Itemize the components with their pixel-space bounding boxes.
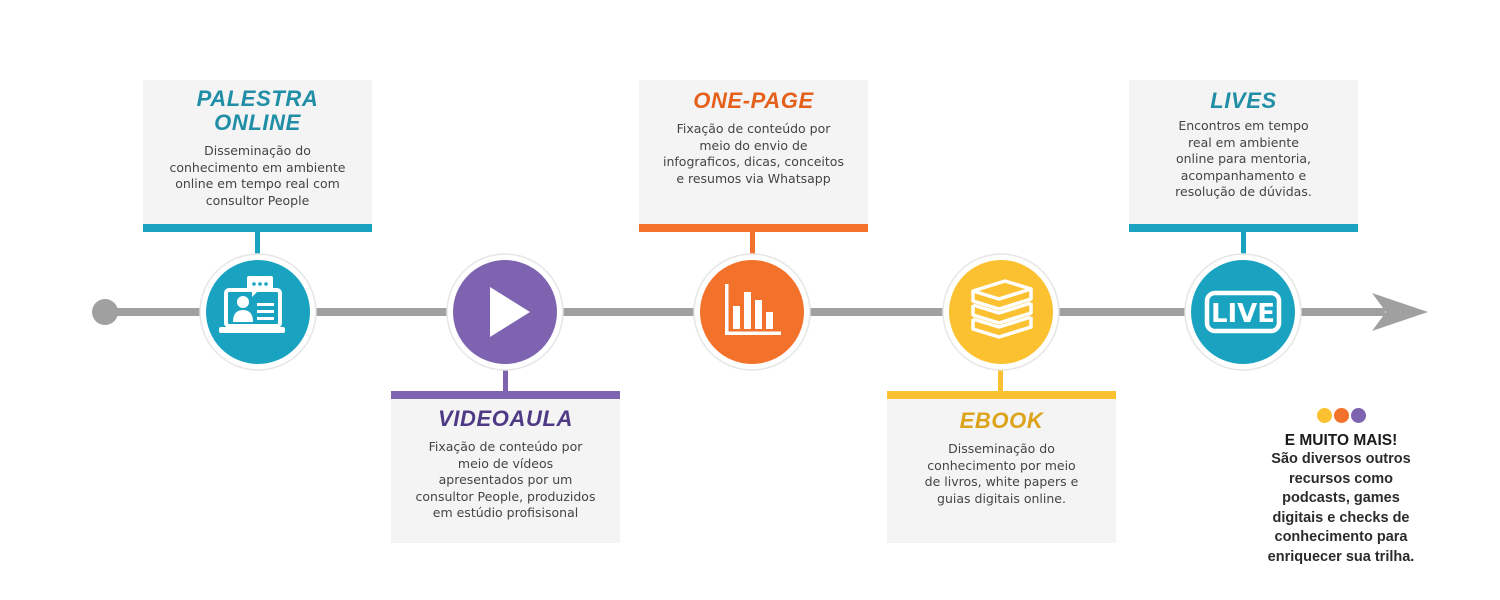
card-lives-title: LIVES — [1210, 88, 1277, 113]
node-palestra — [199, 253, 317, 371]
online-lecture-icon — [219, 276, 285, 333]
books-icon — [971, 279, 1033, 339]
play-icon — [490, 287, 530, 337]
card-ebook-description: Disseminação do conhecimento por meio de… — [924, 441, 1079, 506]
card-videoaula-description: Fixação de conteúdo por meio de vídeos a… — [415, 439, 596, 520]
card-palestra-bar — [143, 224, 372, 232]
connector-onepage — [750, 232, 755, 258]
connector-videoaula — [503, 368, 508, 392]
dot-orange — [1333, 408, 1349, 423]
node-lives: LIVE — [1184, 253, 1302, 371]
card-palestra-description: Disseminação do conhecimento em ambiente… — [169, 143, 346, 208]
live-icon-label: LIVE — [1211, 299, 1275, 329]
card-lives-bar — [1129, 224, 1358, 232]
connector-palestra — [255, 232, 260, 258]
node-ebook — [942, 253, 1060, 371]
card-lives: LIVES Encontros em tempo real em ambient… — [1129, 80, 1358, 232]
node-videoaula — [446, 253, 564, 371]
card-palestra: PALESTRA ONLINE Disseminação do conhecim… — [143, 80, 372, 232]
card-videoaula-title: VIDEOAULA — [438, 406, 573, 431]
card-onepage: ONE-PAGE Fixação de conteúdo por meio do… — [639, 80, 868, 232]
connector-ebook — [998, 368, 1003, 392]
live-icon: LIVE — [1204, 290, 1282, 334]
card-videoaula: VIDEOAULA Fixação de conteúdo por meio d… — [391, 391, 620, 543]
dot-purple — [1350, 408, 1366, 423]
timeline-arrow-head — [1372, 293, 1428, 331]
card-onepage-title: ONE-PAGE — [693, 88, 814, 113]
card-ebook-bar — [887, 391, 1116, 399]
bar-chart-icon — [725, 284, 781, 335]
card-ebook: EBOOK Disseminação do conhecimento por m… — [887, 391, 1116, 543]
card-onepage-description: Fixação de conteúdo por meio do envio de… — [663, 121, 844, 186]
more-section: E MUITO MAIS! São diversos outros recurs… — [1230, 408, 1452, 567]
more-title: E MUITO MAIS! — [1284, 432, 1398, 449]
card-videoaula-bar — [391, 391, 620, 399]
card-palestra-title: PALESTRA ONLINE — [196, 86, 319, 135]
more-dots — [1230, 408, 1452, 423]
card-onepage-bar — [639, 224, 868, 232]
node-onepage — [693, 253, 811, 371]
card-ebook-title: EBOOK — [959, 408, 1044, 433]
card-lives-description: Encontros em tempo real em ambiente onli… — [1175, 118, 1312, 199]
more-description: São diversos outros recursos como podcas… — [1267, 451, 1415, 565]
dot-yellow — [1316, 408, 1332, 423]
connector-lives — [1241, 232, 1246, 258]
timeline-start-dot — [92, 299, 118, 325]
